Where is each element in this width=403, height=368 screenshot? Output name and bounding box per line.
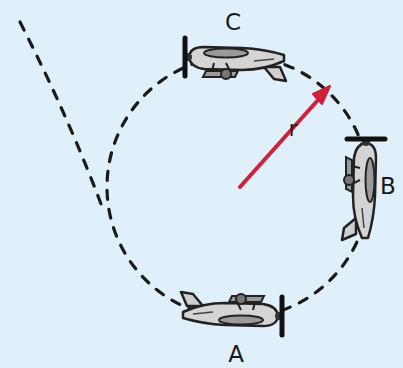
point-label: C [225,11,241,34]
radius-label: r [289,119,298,140]
airplane-b [342,138,385,240]
airplane-a [181,292,283,335]
entry-path [20,22,104,212]
point-label: B [380,175,396,198]
radius-arrow [240,86,330,187]
flight-path [20,22,369,318]
loop-path [107,56,369,318]
airplane-c [184,38,286,81]
point-label: A [228,343,244,366]
